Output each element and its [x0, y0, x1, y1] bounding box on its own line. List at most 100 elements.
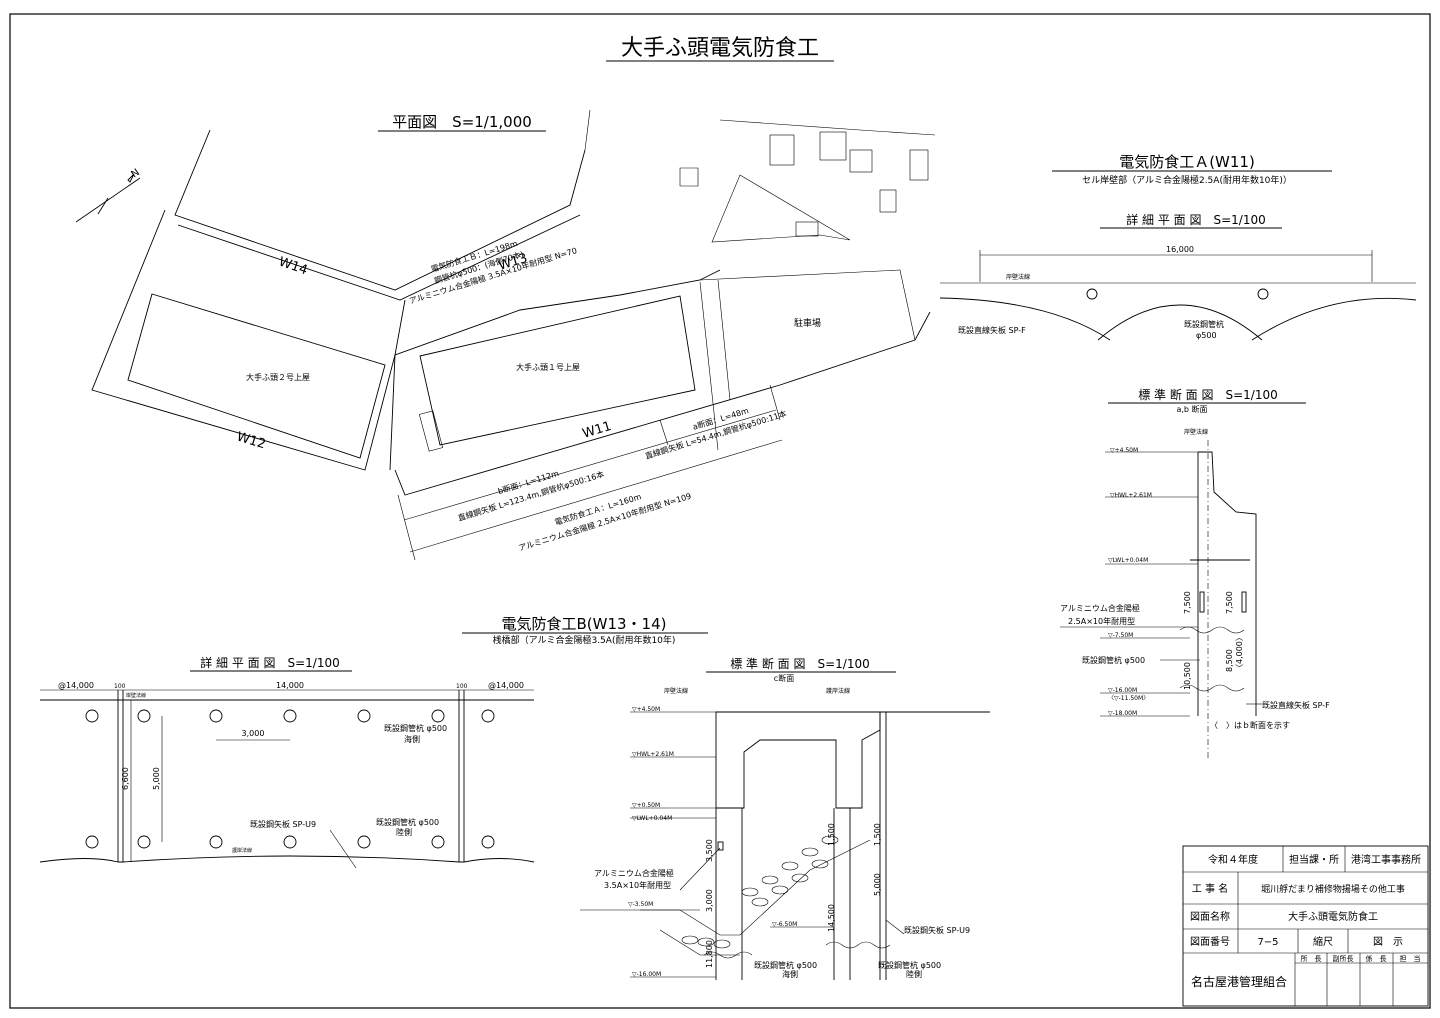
section-a-cell-arc-mid: [1097, 304, 1263, 341]
section-b-subheading: 桟橋部（アルミ合金陽極3.5A(耐用年数10年): [493, 634, 676, 646]
note-a-total-line2: アルミニウム合金陽極 2.5A×10年耐用型 N=109: [517, 491, 692, 553]
tb-dept-label: 担当課・所: [1289, 853, 1339, 866]
section-b-piles: [85, 709, 495, 849]
section-a-detail-heading: 詳 細 平 面 図 S=1/100: [1126, 212, 1266, 227]
section-b-sheet-pile-label: 既設鋼矢板 SP-U9: [250, 819, 316, 829]
section-a-level-2: ▽HWL+2.61M: [1110, 492, 1152, 499]
tb-stamp-3: 係 長: [1366, 954, 1387, 963]
section-b-level-5: ▽-3.50M: [628, 901, 653, 908]
building-2-label: 大手ふ頭２号上屋: [246, 372, 310, 382]
section-a: 電気防食工Ａ(W11) セル岸壁部（アルミ合金陽極2.5A(耐用年数10年)） …: [939, 153, 1417, 760]
section-a-dim-3: 10,500: [1183, 662, 1192, 690]
section-b-standard-line-right: 護岸法線: [826, 687, 850, 695]
section-b-pile-sea: 既設鋼管杭 φ500: [384, 723, 447, 733]
section-b-dim-3: 11,800: [705, 940, 714, 968]
section-a-pile-label-std: 既設鋼管杭 φ500: [1082, 655, 1145, 665]
section-b-level-1: ▽+4.50M: [632, 706, 660, 713]
building-1-label: 大手ふ頭１号上屋: [516, 362, 580, 372]
section-b-dim-right: @14,000: [488, 681, 524, 690]
section-a-sheet-pile-label: 既設直線矢板 SP-F: [958, 325, 1026, 335]
section-b-heading: 電気防食工B(W13・14): [501, 615, 666, 633]
tb-work-label: 工 事 名: [1192, 882, 1228, 895]
section-a-standard-quay-line: 岸壁法線: [1184, 428, 1208, 436]
section-a-dim-1: 7,500: [1183, 591, 1192, 614]
section-b-pile-sea-side: 海側: [404, 734, 420, 744]
parking-label: 駐車場: [794, 317, 821, 329]
section-a-pile-label: 既設鋼管杭: [1184, 319, 1224, 329]
tb-year: 令和４年度: [1208, 853, 1258, 866]
section-a-anode-size: 2.5A×10年耐用型: [1068, 616, 1135, 626]
section-b-dim-center: 14,000: [276, 681, 304, 690]
section-b-dim-1: 3,500: [705, 839, 714, 862]
section-a-level-7: ▽-18.00M: [1108, 710, 1137, 717]
tb-drawing-label: 図面名称: [1190, 910, 1230, 923]
tb-scale-label: 縮尺: [1313, 935, 1333, 948]
section-b-dim-5: 1,500: [873, 823, 882, 846]
tb-stamp-1: 所 長: [1301, 954, 1322, 963]
section-a-cell-arc-right: [1251, 297, 1417, 341]
section-a-pile-size: φ500: [1196, 331, 1217, 340]
section-b-dim-5000: 5,000: [152, 767, 161, 790]
section-b-dim-6600: 6,600: [121, 767, 130, 790]
section-b-dim-gap-left: 100: [114, 683, 126, 690]
section-a-anode-label: アルミニウム合金陽極: [1060, 603, 1140, 613]
section-b-dim-3000: 3,000: [242, 729, 265, 738]
tb-org: 名古屋港管理組合: [1191, 974, 1287, 989]
section-b-sheet-pile-std: 既設鋼矢板 SP-U9: [904, 925, 970, 935]
section-b-standard-heading: 標 準 断 面 図 S=1/100: [730, 656, 870, 671]
section-a-level-3: ▽LWL+0.04M: [1108, 557, 1148, 564]
section-b-level-4: ▽LWL+0.04M: [632, 815, 672, 822]
section-b-level-3: ▽+0.50M: [632, 802, 660, 809]
section-a-standard-sub: a,b 断面: [1176, 404, 1207, 414]
section-b-pile-sea-side-std: 海側: [782, 969, 798, 979]
section-a-standard-heading: 標 準 断 面 図 S=1/100: [1138, 387, 1278, 402]
quay-w13-w14-outline: [174, 129, 586, 291]
section-a-cell-arc-left: [939, 297, 1111, 341]
section-b-level-2: ▽HWL+2.61M: [632, 751, 674, 758]
section-b-standard-line-left: 岸壁法線: [664, 687, 688, 695]
tb-scale: 図 示: [1373, 936, 1403, 948]
quay-w13-w14-edge: [177, 214, 581, 301]
section-b-pile-sea-std: 既設鋼管杭 φ500: [754, 960, 817, 970]
section-b-detail-heading: 詳 細 平 面 図 S=1/100: [200, 655, 340, 670]
section-a-note: 〈 〉はｂ断面を示す: [1210, 720, 1290, 730]
plan-heading: 平面図 S=1/1,000: [392, 113, 532, 131]
section-a-dim-2: 7,500: [1225, 591, 1234, 614]
section-b-sheet-pile-line: [39, 855, 535, 863]
section-a-quay-line-label: 岸壁法線: [1006, 273, 1030, 281]
section-b-dim-left: @14,000: [58, 681, 94, 690]
section-a-dim-4: 8,500: [1225, 649, 1234, 672]
section-b-dim-7: 14,500: [827, 904, 836, 932]
section-b-dim-gap-right: 100: [456, 683, 468, 690]
north-arrow-icon: N: [75, 167, 142, 223]
section-a-subheading: セル岸壁部（アルミ合金陽極2.5A(耐用年数10年)）: [1082, 174, 1292, 186]
section-b-level-7: ▽-16.00M: [632, 971, 661, 978]
section-a-pile-2: [1257, 288, 1269, 300]
section-a-wall-profile: [1198, 451, 1257, 716]
section-b-dim-2: 3,000: [705, 889, 714, 912]
building-2: [127, 293, 386, 459]
section-b-riprap: [681, 835, 839, 949]
tb-stamp-4: 担 当: [1400, 954, 1421, 963]
section-a-level-6: 〈▽-11.50M〉: [1108, 695, 1149, 702]
section-b-pile-land-std: 既設鋼管杭 φ500: [878, 960, 941, 970]
section-b-deck-profile: [715, 711, 881, 809]
plan-view: 平面図 S=1/1,000 N 大手ふ頭２号上屋 大手ふ頭１号上屋: [75, 109, 936, 561]
section-a-heading: 電気防食工Ａ(W11): [1119, 153, 1255, 171]
sheet-border: [9, 13, 1431, 1009]
section-a-pile-1: [1086, 288, 1098, 300]
section-b: 電気防食工B(W13・14) 桟橋部（アルミ合金陽極3.5A(耐用年数10年) …: [39, 615, 990, 980]
section-b-dim-4: 1,500: [827, 823, 836, 846]
tb-number: 7−5: [1257, 937, 1278, 948]
section-b-level-6: ▽-6.50M: [772, 921, 797, 928]
berth-w14-label: W14: [277, 255, 310, 279]
pier-left-outline: [91, 209, 406, 471]
quay-w11-edge: [394, 311, 931, 496]
section-a-level-4: ▽-7.50M: [1108, 632, 1133, 639]
pier-center-outline: [389, 269, 721, 471]
main-title: 大手ふ頭電気防食工: [621, 36, 819, 61]
section-a-level-5: ▽-16.00M: [1108, 687, 1137, 694]
section-b-pile-land-side: 陸側: [396, 827, 412, 837]
dim-w11-total: [403, 409, 777, 521]
